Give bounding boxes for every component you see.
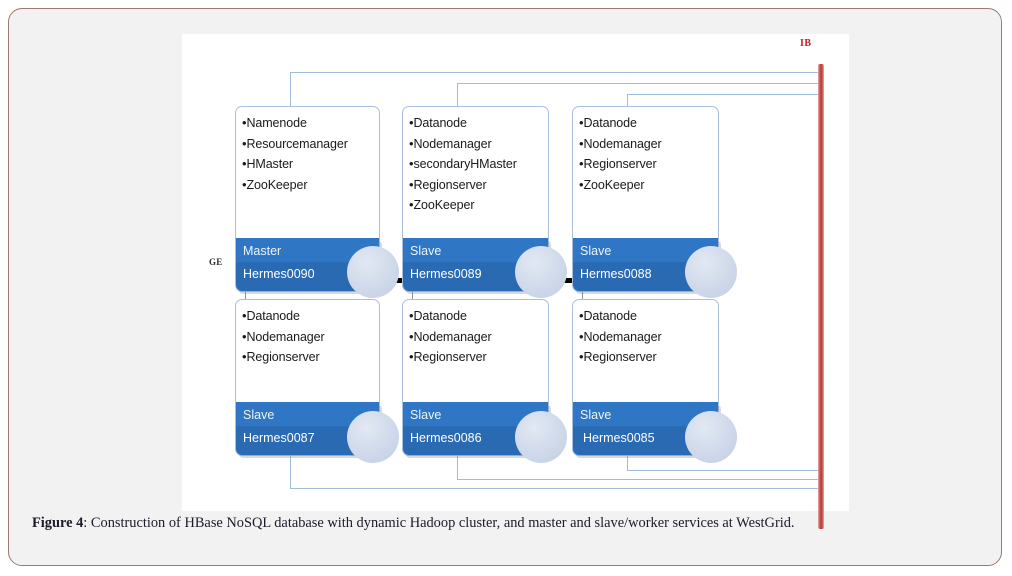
node-card-hermes0089[interactable]: •Datanode •Nodemanager •secondaryHMaster… <box>402 106 551 294</box>
node-role-label: Slave <box>410 244 442 258</box>
wire-node1-to-ib <box>290 72 818 73</box>
service-item: •Datanode <box>242 308 300 323</box>
node-card-hermes0090[interactable]: •Namenode •Resourcemanager •HMaster •Zoo… <box>235 106 382 294</box>
service-item: •Regionserver <box>409 176 487 192</box>
bullet-icon: • <box>409 308 414 323</box>
bullet-icon: • <box>579 135 584 151</box>
service-item: •Regionserver <box>409 349 487 364</box>
bullet-icon: • <box>242 308 247 323</box>
wire-node2-riser <box>457 83 458 107</box>
bullet-icon: • <box>242 135 247 151</box>
node-card-hermes0088[interactable]: •Datanode •Nodemanager •Regionserver •Zo… <box>572 106 721 294</box>
node-footer: Slave Hermes0085 <box>573 402 718 455</box>
service-item: •Nodemanager <box>409 328 492 344</box>
wire-node4-to-ib <box>290 488 818 489</box>
node-footer: Slave Hermes0088 <box>573 238 718 291</box>
bullet-icon: • <box>409 156 414 171</box>
figure-caption-separator: : <box>83 515 91 531</box>
node-hostname-label: Hermes0088 <box>580 267 652 281</box>
node-service-list: •Datanode •Nodemanager •Regionserver <box>236 300 379 368</box>
bullet-icon: • <box>409 135 414 151</box>
bullet-icon: • <box>242 349 247 364</box>
service-item: •Datanode <box>579 115 637 130</box>
service-item: •secondaryHMaster <box>409 156 517 171</box>
node-service-list: •Datanode •Nodemanager •Regionserver •Zo… <box>573 107 718 195</box>
service-item: •Datanode <box>409 115 467 130</box>
node-role-label: Slave <box>243 408 275 422</box>
wire-node3-riser <box>627 94 628 107</box>
figure-caption-label: Figure 4 <box>32 515 84 531</box>
node-hostname-label: Hermes0086 <box>410 431 482 445</box>
wire-node1-riser <box>290 72 291 107</box>
page-frame: •Namenode •Resourcemanager •HMaster •Zoo… <box>8 8 1002 566</box>
wire-node2-to-ib <box>457 83 818 84</box>
service-item: •Resourcemanager <box>242 135 348 151</box>
node-footer: Slave Hermes0089 <box>403 238 548 291</box>
node-hostname-label: Hermes0090 <box>243 267 315 281</box>
bullet-icon: • <box>409 176 414 192</box>
ib-network-label: IB <box>800 38 812 49</box>
node-service-list: •Datanode •Nodemanager •secondaryHMaster… <box>403 107 548 216</box>
bullet-icon: • <box>242 328 247 344</box>
service-item: •Regionserver <box>579 349 657 364</box>
bullet-icon: • <box>579 176 584 192</box>
service-item: •ZooKeeper <box>242 176 308 192</box>
node-hostname-label: Hermes0089 <box>410 267 482 281</box>
ib-switch-bar <box>818 64 824 529</box>
bullet-icon: • <box>242 156 247 171</box>
bullet-icon: • <box>242 115 247 130</box>
figure-caption-text: Construction of HBase NoSQL database wit… <box>90 515 795 531</box>
wire-node6-to-ib <box>627 470 818 471</box>
node-footer: Slave Hermes0087 <box>236 402 379 455</box>
service-item: •Regionserver <box>242 349 320 364</box>
figure-canvas: •Namenode •Resourcemanager •HMaster •Zoo… <box>182 34 849 529</box>
service-item: •Nodemanager <box>579 135 662 151</box>
service-item: •ZooKeeper <box>409 197 475 212</box>
bullet-icon: • <box>409 349 414 364</box>
bullet-icon: • <box>409 328 414 344</box>
bullet-icon: • <box>579 308 584 323</box>
service-item: •Nodemanager <box>242 328 325 344</box>
service-item: •HMaster <box>242 156 293 171</box>
node-service-list: •Datanode •Nodemanager •Regionserver <box>573 300 718 368</box>
node-hostname-label: Hermes0085 <box>583 431 655 445</box>
node-service-list: •Namenode •Resourcemanager •HMaster •Zoo… <box>236 107 379 195</box>
wire-node5-drop <box>457 456 458 479</box>
wire-node4-drop <box>290 456 291 488</box>
node-role-label: Slave <box>580 244 612 258</box>
node-hostname-label: Hermes0087 <box>243 431 315 445</box>
wire-node3-to-ib <box>627 94 818 95</box>
service-item: •Nodemanager <box>409 135 492 151</box>
bullet-icon: • <box>579 328 584 344</box>
wire-node6-drop <box>627 456 628 470</box>
node-role-label: Slave <box>580 408 612 422</box>
ge-network-label: GE <box>209 257 223 267</box>
node-service-list: •Datanode •Nodemanager •Regionserver <box>403 300 548 368</box>
node-card-hermes0087[interactable]: •Datanode •Nodemanager •Regionserver Sla… <box>235 299 382 458</box>
service-item: •Regionserver <box>579 156 657 171</box>
node-card-hermes0086[interactable]: •Datanode •Nodemanager •Regionserver Sla… <box>402 299 551 458</box>
node-role-label: Master <box>243 244 282 258</box>
node-role-label: Slave <box>410 408 442 422</box>
service-item: •Datanode <box>409 308 467 323</box>
service-item: •Datanode <box>579 308 637 323</box>
service-item: •Namenode <box>242 115 307 130</box>
service-item: •ZooKeeper <box>579 176 645 192</box>
node-footer: Slave Hermes0086 <box>403 402 548 455</box>
bullet-icon: • <box>409 197 414 212</box>
node-card-hermes0085[interactable]: •Datanode •Nodemanager •Regionserver Sla… <box>572 299 721 458</box>
figure-caption: Figure 4: Construction of HBase NoSQL da… <box>32 513 982 534</box>
node-footer: Master Hermes0090 <box>236 238 379 291</box>
service-item: •Nodemanager <box>579 328 662 344</box>
bullet-icon: • <box>579 349 584 364</box>
bullet-icon: • <box>579 115 584 130</box>
bullet-icon: • <box>242 176 247 192</box>
wire-node5-to-ib <box>457 479 818 480</box>
bullet-icon: • <box>409 115 414 130</box>
bullet-icon: • <box>579 156 584 171</box>
